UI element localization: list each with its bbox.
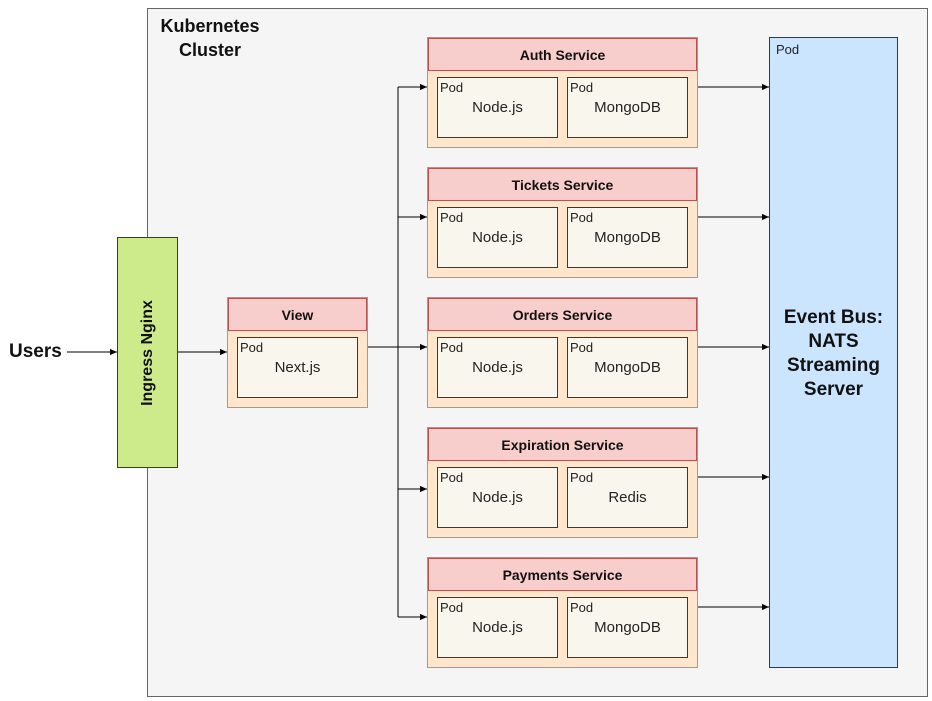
service-title: Expiration Service xyxy=(428,428,697,461)
service-title: Tickets Service xyxy=(428,168,697,201)
pod-tech: Node.js xyxy=(472,359,523,376)
pod-label: Pod xyxy=(570,340,594,355)
view-service-title: View xyxy=(228,298,367,331)
service-pod: Pod MongoDB xyxy=(567,597,688,658)
ingress-nginx xyxy=(117,237,178,468)
pod-label: Pod xyxy=(240,340,264,355)
service-pod: Pod Node.js xyxy=(437,77,558,138)
tickets-service: Tickets Service Pod Node.js Pod MongoDB xyxy=(427,167,698,278)
service-title: Auth Service xyxy=(428,38,697,71)
cluster-title: Kubernetes Cluster xyxy=(160,16,260,60)
view-pod: Pod Next.js xyxy=(237,337,358,398)
payments-service: Payments Service Pod Node.js Pod MongoDB xyxy=(427,557,698,668)
orders-service: Orders Service Pod Node.js Pod MongoDB xyxy=(427,297,698,408)
pod-tech: Next.js xyxy=(274,359,321,376)
pod-tech: MongoDB xyxy=(594,359,661,376)
pod-tech: Node.js xyxy=(472,619,523,636)
service-pod: Pod Node.js xyxy=(437,207,558,268)
pod-tech: Node.js xyxy=(472,489,523,506)
service-title: Orders Service xyxy=(428,298,697,331)
pod-label: Pod xyxy=(440,470,464,485)
event-bus-pod-label: Pod xyxy=(776,42,800,57)
pod-tech: Node.js xyxy=(472,229,523,246)
view-service: View Pod Next.js xyxy=(227,297,368,408)
pod-tech: MongoDB xyxy=(594,99,661,116)
pod-label: Pod xyxy=(570,470,594,485)
pod-label: Pod xyxy=(440,340,464,355)
service-pod: Pod Node.js xyxy=(437,597,558,658)
service-pod: Pod Node.js xyxy=(437,337,558,398)
auth-service: Auth Service Pod Node.js Pod MongoDB xyxy=(427,37,698,148)
users-label: Users xyxy=(9,341,62,362)
pod-label: Pod xyxy=(570,80,594,95)
pod-tech: MongoDB xyxy=(594,229,661,246)
service-pod: Pod Redis xyxy=(567,467,688,528)
service-pod: Pod MongoDB xyxy=(567,337,688,398)
service-pod: Pod Node.js xyxy=(437,467,558,528)
service-pod: Pod MongoDB xyxy=(567,207,688,268)
pod-label: Pod xyxy=(570,210,594,225)
pod-tech: MongoDB xyxy=(594,619,661,636)
event-bus-title: Event Bus: NATS Streaming Server xyxy=(783,307,884,400)
pod-label: Pod xyxy=(570,600,594,615)
pod-label: Pod xyxy=(440,210,464,225)
event-bus xyxy=(769,37,898,668)
pod-label: Pod xyxy=(440,600,464,615)
pod-tech: Redis xyxy=(608,489,647,506)
pod-tech: Node.js xyxy=(472,99,523,116)
expiration-service: Expiration Service Pod Node.js Pod Redis xyxy=(427,427,698,538)
service-title: Payments Service xyxy=(428,558,697,591)
service-pod: Pod MongoDB xyxy=(567,77,688,138)
pod-label: Pod xyxy=(440,80,464,95)
